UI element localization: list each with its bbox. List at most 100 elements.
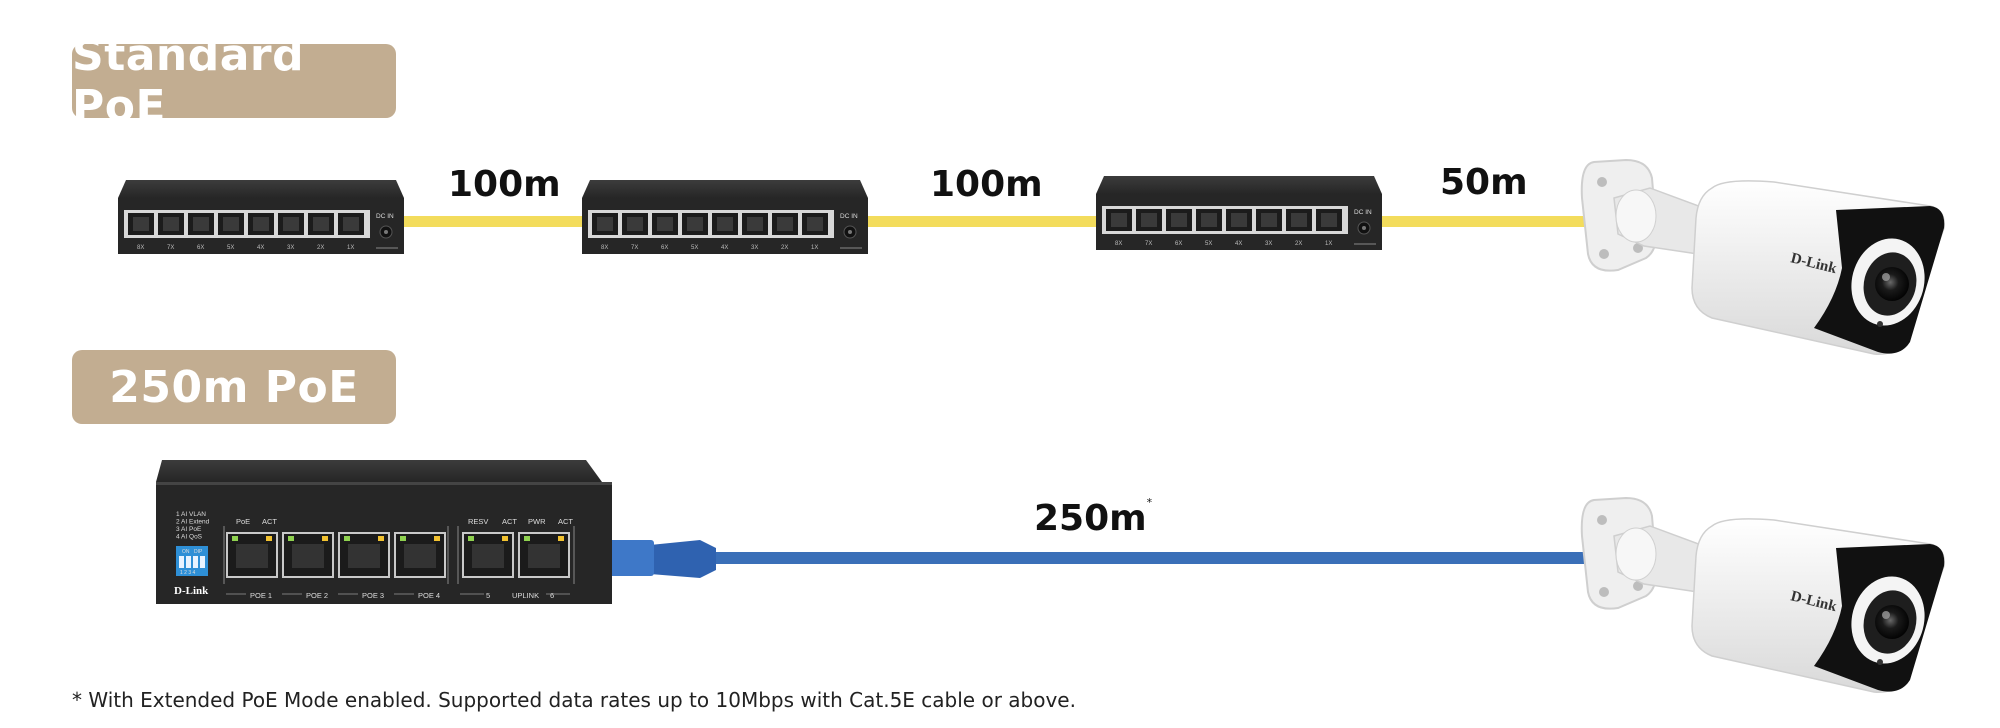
distance-label-3: 50m xyxy=(1440,162,1528,203)
distance-250-value: 250m xyxy=(1034,498,1147,539)
camera-lens xyxy=(1875,605,1909,639)
bottom-label: 5 xyxy=(486,591,490,600)
rj45-port xyxy=(1256,209,1282,231)
cable-segment-1 xyxy=(402,216,587,227)
port-label: 7X xyxy=(167,245,174,251)
distance-250-asterisk: * xyxy=(1146,496,1153,509)
switch-1: 8X 7X 6X 5X 4X 3X 2X 1X DC IN xyxy=(118,180,404,254)
rj45-port xyxy=(772,213,798,235)
rj45-port xyxy=(802,213,828,235)
port-label: 3X xyxy=(287,245,294,251)
poe-ports xyxy=(223,526,575,584)
port-label: 2X xyxy=(317,245,324,251)
camera-2: D-Link xyxy=(1580,496,1945,693)
top-label: ACT xyxy=(502,517,517,526)
dip-line: 3 AI PoE xyxy=(176,526,202,533)
rj45-port xyxy=(158,213,184,235)
rj45-port xyxy=(1136,209,1162,231)
top-label: ACT xyxy=(558,517,573,526)
port-label: 4X xyxy=(257,245,264,251)
cable-segment-2 xyxy=(866,216,1102,227)
port-label: 7X xyxy=(631,245,638,251)
bottom-label: POE 2 xyxy=(306,591,328,600)
top-label: PoE xyxy=(236,517,250,526)
distance-label-2: 100m xyxy=(930,164,1043,205)
dip-dip-label: DIP xyxy=(194,549,203,555)
standard-cables xyxy=(402,216,1595,227)
port-label: 2X xyxy=(1295,241,1302,247)
rj45-port xyxy=(682,213,708,235)
port-label: 5X xyxy=(1205,241,1212,247)
rj45-port xyxy=(1166,209,1192,231)
extended-cable xyxy=(568,536,1594,578)
bottom-label: UPLINK xyxy=(512,591,539,600)
dip-number-labels: 1 2 3 4 xyxy=(180,570,196,576)
rj45-port xyxy=(1316,209,1342,231)
port-label: 8X xyxy=(137,245,144,251)
cable-segment-3 xyxy=(1380,216,1595,227)
rj45-port xyxy=(248,213,274,235)
port-label: 1X xyxy=(811,245,818,251)
port-label: 2X xyxy=(781,245,788,251)
camera-lens xyxy=(1875,267,1909,301)
port-label: 7X xyxy=(1145,241,1152,247)
dc-in-label: DC IN xyxy=(840,213,858,220)
bottom-label: POE 4 xyxy=(418,591,440,600)
port-label: 5X xyxy=(227,245,234,251)
poe-port-6 xyxy=(518,532,570,578)
bottom-label: POE 3 xyxy=(362,591,384,600)
extended-poe-badge: 250m PoE xyxy=(72,350,396,424)
top-label: PWR xyxy=(528,517,546,526)
rj45-port xyxy=(308,213,334,235)
rj45-port xyxy=(742,213,768,235)
port-label: 6X xyxy=(197,245,204,251)
distance-label-1: 100m xyxy=(448,164,561,205)
dip-on-label: ON xyxy=(182,549,190,555)
rj45-port xyxy=(1286,209,1312,231)
poe-port-2 xyxy=(282,532,334,578)
port-label: 4X xyxy=(721,245,728,251)
poe-port-5 xyxy=(462,532,514,578)
port-label: 1X xyxy=(347,245,354,251)
port-label: 4X xyxy=(1235,241,1242,247)
port-label: 8X xyxy=(1115,241,1122,247)
footnote: * With Extended PoE Mode enabled. Suppor… xyxy=(72,688,1076,712)
poe-switch-brand: D-Link xyxy=(174,585,209,597)
camera-1: D-Link xyxy=(1580,158,1945,355)
port-label: 3X xyxy=(751,245,758,251)
port-label: 6X xyxy=(1175,241,1182,247)
dip-line: 1 AI VLAN xyxy=(176,511,206,518)
rj45-port xyxy=(188,213,214,235)
port-label: 5X xyxy=(691,245,698,251)
port-label: 6X xyxy=(661,245,668,251)
rj45-port xyxy=(278,213,304,235)
rj45-port xyxy=(338,213,364,235)
rj45-port xyxy=(1226,209,1252,231)
rj45-port xyxy=(592,213,618,235)
rj45-port xyxy=(652,213,678,235)
rj45-port xyxy=(1196,209,1222,231)
dc-in-label: DC IN xyxy=(1354,209,1372,216)
rj45-port xyxy=(712,213,738,235)
poe-port-3 xyxy=(338,532,390,578)
dip-line: 4 AI QoS xyxy=(176,534,203,541)
blue-cable xyxy=(714,552,1594,564)
top-label: ACT xyxy=(262,517,277,526)
rj45-port xyxy=(622,213,648,235)
bottom-label: 6 xyxy=(550,591,554,600)
rj45-port xyxy=(1106,209,1132,231)
poe-port-1 xyxy=(226,532,278,578)
distance-label-250: 250m* xyxy=(1034,496,1153,539)
port-label: 1X xyxy=(1325,241,1332,247)
dc-in-label: DC IN xyxy=(376,213,394,220)
rj45-port xyxy=(218,213,244,235)
rj45-port xyxy=(128,213,154,235)
top-label: RESV xyxy=(468,517,488,526)
